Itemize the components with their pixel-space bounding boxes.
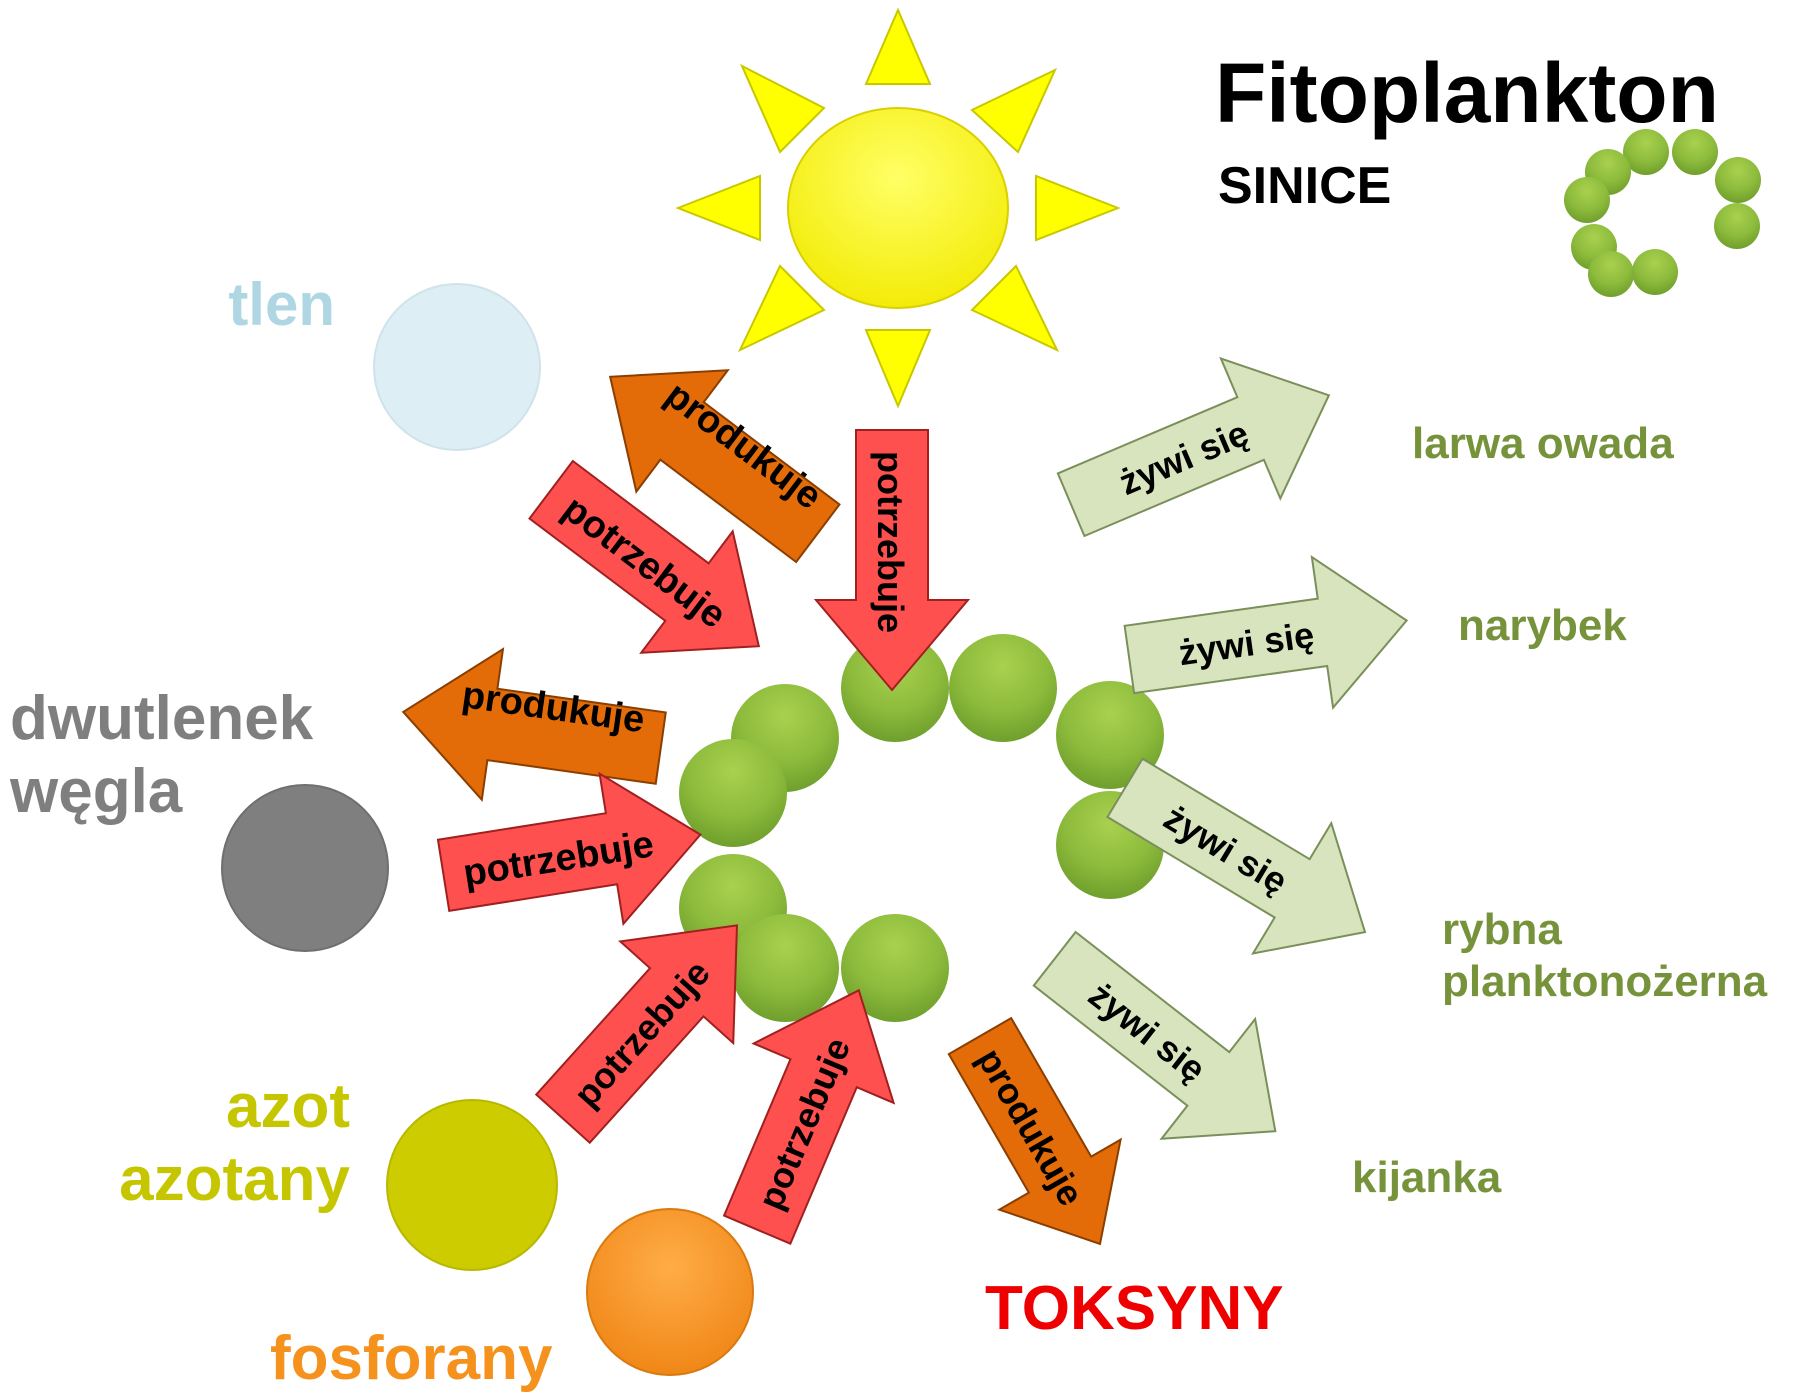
cell xyxy=(679,739,787,847)
cell xyxy=(731,914,839,1022)
sun-ray-top xyxy=(864,7,932,85)
consumer-fish-line1: rybna xyxy=(1442,905,1562,954)
label-nitrogen: azot azotany xyxy=(80,1070,350,1216)
oxygen-circle xyxy=(373,283,541,451)
label-co2: dwutlenek węgla xyxy=(10,682,313,828)
consumer-tadpole: kijanka xyxy=(1352,1153,1502,1202)
page-title: Fitoplankton xyxy=(1215,46,1719,140)
nitrogen-circle xyxy=(386,1099,558,1271)
consumer-larva: larwa owada xyxy=(1412,419,1674,468)
sun-rays xyxy=(675,7,1121,409)
co2-circle xyxy=(221,784,389,952)
sun-ray-left xyxy=(675,174,761,242)
consumer-fish-line2: planktonożerna xyxy=(1442,956,1768,1006)
label-nitrogen-line1: azot xyxy=(226,1072,350,1141)
cyanobacteria-ring-icon xyxy=(1564,129,1761,297)
label-toxins: TOKSYNY xyxy=(985,1274,1284,1343)
cell xyxy=(949,634,1057,742)
sun-disc xyxy=(787,107,1009,309)
sun-ray-bottom xyxy=(864,329,932,409)
arrow-label: potrzebuje xyxy=(870,451,911,633)
arrow-needs-co2: potrzebuje xyxy=(430,758,714,952)
cell xyxy=(841,914,949,1022)
arrow-eaten-by-fry: żywi się xyxy=(1117,544,1419,736)
sun-ray-bottom-left xyxy=(737,264,826,353)
label-phosphate: fosforany xyxy=(270,1324,553,1393)
label-co2-line2: węgla xyxy=(10,757,183,827)
sun-ray-top-right xyxy=(970,67,1058,154)
consumer-fish: rybna planktonożerna xyxy=(1442,904,1767,1008)
arrow-eaten-by-larva: żywi się xyxy=(1040,324,1360,576)
sun-ray-right xyxy=(1035,174,1121,242)
cell xyxy=(1056,681,1164,789)
arrow-sun-needs: potrzebuje xyxy=(815,429,969,691)
page-subtitle: SINICE xyxy=(1218,157,1392,215)
label-oxygen: tlen xyxy=(228,271,335,338)
sun xyxy=(675,7,1121,409)
sun-ray-top-left xyxy=(739,63,826,154)
label-co2-line1: dwutlenek xyxy=(10,684,314,753)
consumer-fry: narybek xyxy=(1458,601,1627,650)
label-nitrogen-line2: azotany xyxy=(119,1145,350,1215)
sun-ray-bottom-right xyxy=(970,264,1060,353)
phosphate-circle xyxy=(586,1208,754,1376)
